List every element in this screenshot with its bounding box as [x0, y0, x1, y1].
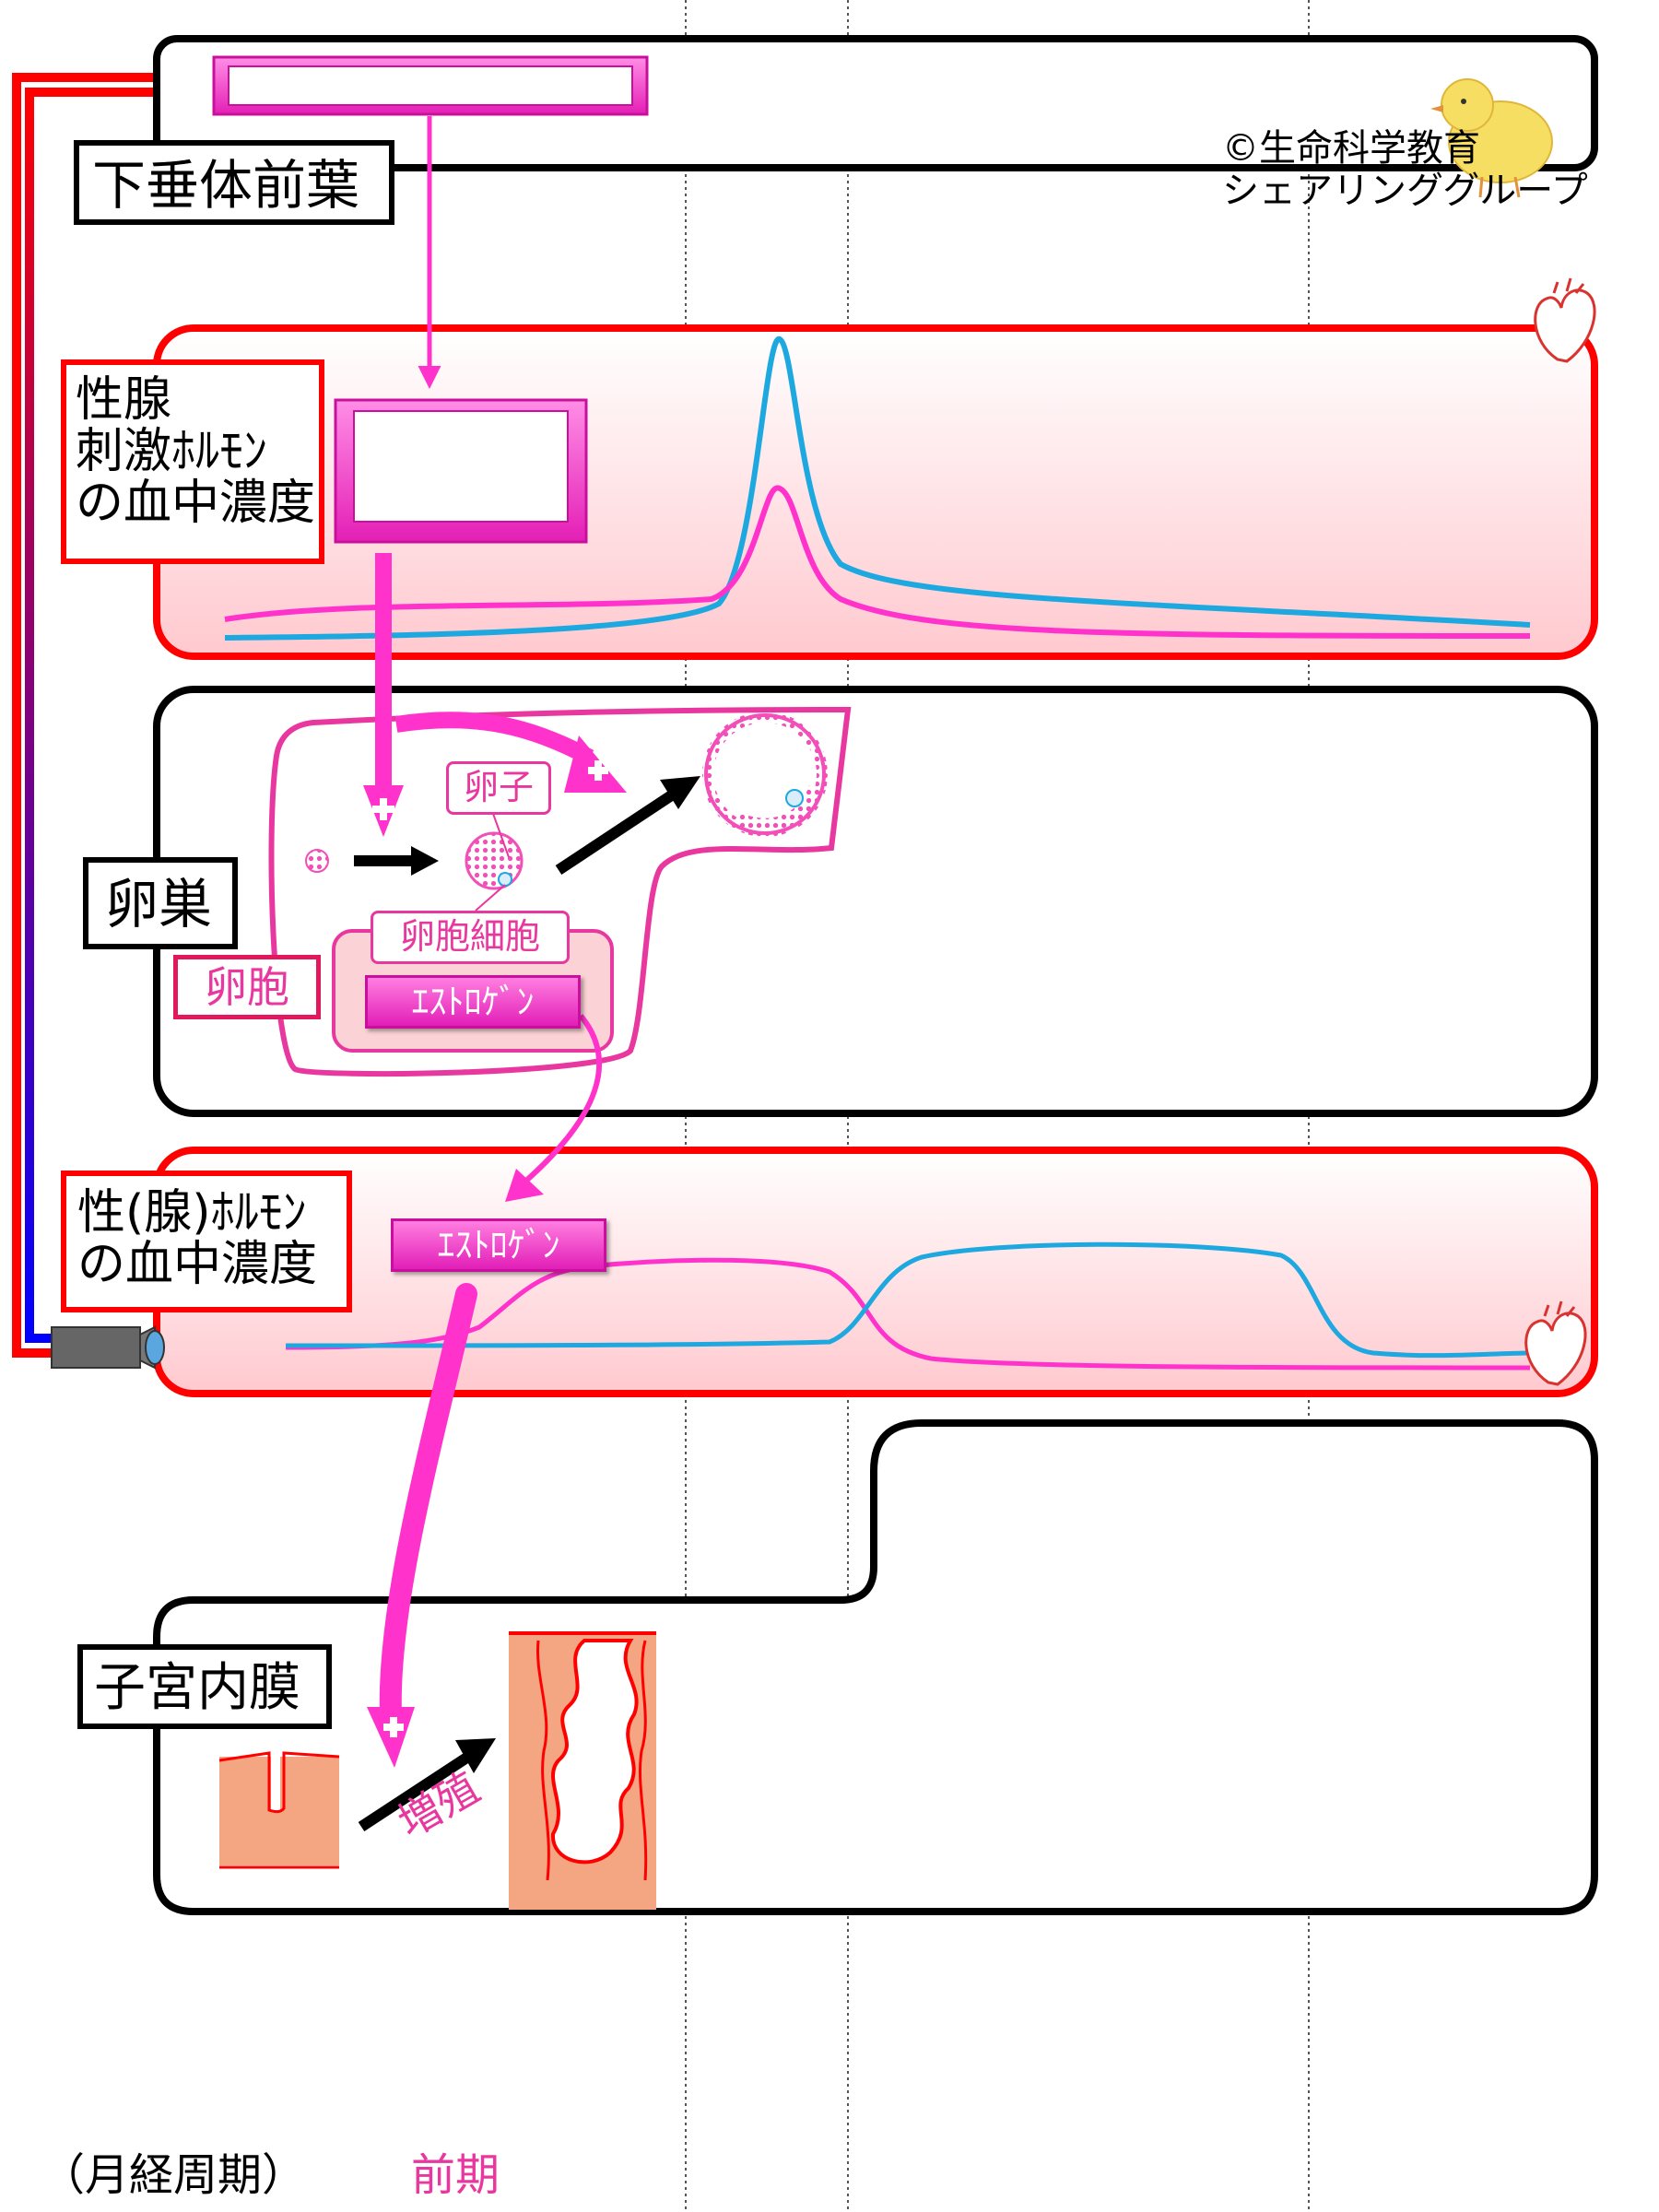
- phase-label: 前期: [411, 2149, 500, 2201]
- growing-follicle: [465, 831, 524, 890]
- blood-vessel: [12, 73, 155, 1358]
- gonadotropin-curve-magenta: [224, 485, 1531, 639]
- follicle-growth-arrow: [354, 846, 439, 876]
- heart-icon: [1524, 1300, 1587, 1386]
- gonadotropin-label-line3: の血中濃度: [76, 476, 316, 532]
- follicle-growth-arrow-2: [555, 776, 700, 876]
- plus-icon: [588, 760, 608, 781]
- copyright-line2: シェアリンググループ: [1222, 170, 1588, 212]
- primordial-follicle: [305, 849, 329, 873]
- gonadotropin-label-line1: 性腺: [76, 372, 172, 428]
- menstrual-cycle-label: （月経周期）: [41, 2149, 307, 2201]
- sex-hormone-label-line1: 性(腺)ﾎﾙﾓﾝ: [77, 1185, 307, 1241]
- plus-icon: [372, 798, 394, 820]
- follicle-region: [268, 706, 852, 1077]
- pituitary-label: 下垂体前葉: [74, 140, 394, 225]
- proliferation-arrow: [358, 1738, 496, 1832]
- thin-endometrium: [218, 1751, 340, 1869]
- ovary-label: 卵巣: [83, 857, 238, 949]
- estrogen-to-endometrium-arrow: [379, 1283, 477, 1725]
- egg-label: 卵子: [446, 761, 551, 815]
- gonadotropin-to-follicle-arrow: [394, 712, 594, 765]
- camera-icon: [51, 1325, 165, 1370]
- copyright-text: ©生命科学教育 シェアリンググループ: [1222, 127, 1588, 212]
- sex-hormone-curve-cyan: [285, 1241, 1531, 1359]
- sex-hormone-panel: [153, 1147, 1598, 1397]
- mature-follicle: [702, 712, 828, 837]
- chick-icon: [1430, 78, 1553, 198]
- blood-estrogen-button: ｴｽﾄﾛｹﾞﾝ: [391, 1218, 606, 1272]
- follicle-label: 卵胞: [173, 955, 321, 1019]
- copyright-line1: ©生命科学教育: [1222, 127, 1480, 170]
- endometrium-panel: [153, 1419, 1598, 1915]
- sex-hormone-label: 性(腺)ﾎﾙﾓﾝ の血中濃度: [61, 1171, 352, 1312]
- plus-icon: [383, 1717, 404, 1737]
- gonadotropin-label: 性腺 刺激ﾎﾙﾓﾝ の血中濃度: [61, 359, 324, 564]
- thick-endometrium: [509, 1631, 656, 1910]
- ovary-estrogen-button: ｴｽﾄﾛｹﾞﾝ: [365, 975, 581, 1029]
- heart-icon: [1534, 277, 1596, 363]
- sex-hormone-label-line2: の血中濃度: [77, 1237, 318, 1293]
- gonadotropin-label-line2: 刺激ﾎﾙﾓﾝ: [76, 424, 268, 480]
- endometrium-label: 子宮内膜: [77, 1644, 332, 1729]
- estrogen-to-blood-arrow: [524, 1014, 602, 1182]
- gonadotropin-curve-cyan: [224, 335, 1531, 641]
- follicle-cell-label: 卵胞細胞: [371, 911, 570, 964]
- sex-hormone-curve-magenta: [285, 1257, 1531, 1371]
